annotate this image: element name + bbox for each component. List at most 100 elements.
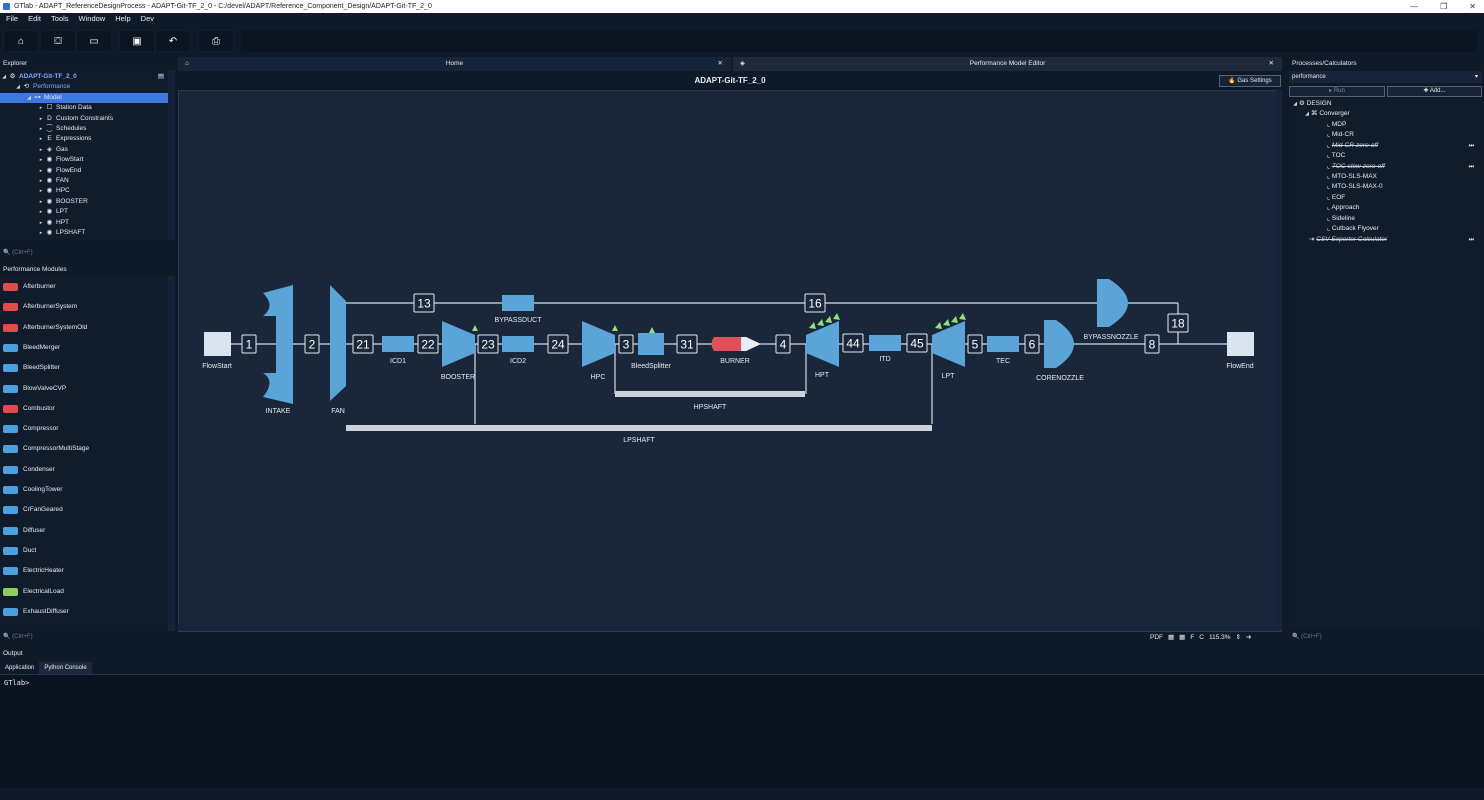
expand-arrow-icon[interactable]: ▸ [39,167,43,174]
tree-converger[interactable]: ◢⌘ Converger [1303,109,1350,119]
module-compressor[interactable]: Compressor [0,419,168,439]
save-button[interactable]: ▣ [119,30,155,52]
expand-arrow-icon[interactable]: ▸ [39,146,43,153]
station-23[interactable]: 23 [477,334,499,354]
expand-arrow-icon[interactable]: ◢ [2,74,6,80]
station-8[interactable]: 8 [1144,334,1160,354]
icd1-block[interactable] [382,336,414,352]
expand-arrow-icon[interactable]: ▸ [39,157,43,164]
modules-scrollbar[interactable] [168,276,175,631]
module-diffuser[interactable]: Diffuser [0,521,168,541]
tree-item-hpc[interactable]: ▸◉HPC [0,186,70,196]
station-4[interactable]: 4 [775,334,791,354]
process-mto-sls-max-0[interactable]: ⌞ MTO-SLS-MAX-0 [1327,182,1482,192]
snap-grid-icon[interactable]: ▦ [1179,634,1186,641]
package-button[interactable]: ⛋ [40,30,76,52]
expand-arrow-icon[interactable]: ▸ [39,230,43,236]
skip-icon[interactable]: ⏭ [1468,163,1474,170]
station-24[interactable]: 24 [547,334,569,354]
modules-filter[interactable]: 🔍 (Ctrl+F) [0,631,175,643]
module-condenser[interactable]: Condenser [0,460,168,480]
tree-csv-exporter[interactable]: ⇥ CSV Exporter Calculator⏭ [1309,235,1482,245]
corenozzle-shape[interactable] [1044,320,1074,368]
process-mto-sls-max[interactable]: ⌞ MTO-SLS-MAX [1327,172,1482,182]
lpshaft-bar[interactable] [346,425,932,431]
module-crfangeared[interactable]: CrFanGeared [0,500,168,520]
tree-item-gas[interactable]: ▸◈Gas [0,145,68,155]
module-afterburnersystemold[interactable]: AfterburnerSystemOld [0,318,168,338]
process-approach[interactable]: ⌞ Approach [1327,203,1482,213]
explorer-scrollbar[interactable] [168,70,175,240]
expand-arrow-icon[interactable]: ▸ [39,188,43,195]
station-3[interactable]: 3 [618,334,634,354]
station-21[interactable]: 21 [352,334,374,354]
expand-arrow-icon[interactable]: ▸ [39,178,43,184]
zoom-stepper-icon[interactable]: ⇕ [1235,634,1242,641]
gas-settings-button[interactable]: 🔥 Gas Settings [1219,75,1281,87]
process-mdp[interactable]: ⌞ MDP [1327,120,1482,130]
center-button[interactable]: C [1199,634,1204,641]
processes-filter[interactable]: 🔍 (Ctrl+F) [1289,631,1484,643]
grid-icon[interactable]: ▦ [1168,634,1175,641]
module-afterburnersystem[interactable]: AfterburnerSystem [0,297,168,317]
expand-arrow-icon[interactable]: ◢ [27,94,31,101]
canvas-vscrollbar[interactable] [1276,90,1282,624]
process-cutback-flyover[interactable]: ⌞ Cutback Flyover [1327,224,1482,234]
module-duct[interactable]: Duct [0,541,168,561]
module-electricheater[interactable]: ElectricHeater [0,561,168,581]
process-toc-slow-zero-off[interactable]: ⌞ TOC-slow-zero-off⏭ [1327,162,1482,172]
menu-file[interactable]: File [6,14,19,23]
process-selector[interactable]: performance ▾ [1289,71,1482,83]
menu-edit[interactable]: Edit [28,14,42,23]
tab-performance-model-editor[interactable]: ◈ Performance Model Editor ✕ [733,57,1282,71]
expand-arrow-icon[interactable]: ▸ [39,105,43,112]
module-bleedsplitter[interactable]: BleedSplitter [0,358,168,378]
tree-item-station-data[interactable]: ▸☐Station Data [0,103,92,113]
module-coolingtower[interactable]: CoolingTower [0,480,168,500]
print-button[interactable]: ⎙ [198,30,234,52]
icd2-block[interactable] [502,336,534,352]
station-45[interactable]: 45 [906,333,928,353]
station-31[interactable]: 31 [676,334,698,354]
station-16[interactable]: 16 [804,293,826,313]
home-button[interactable]: ⌂ [3,30,39,52]
open-button[interactable]: ▭ [76,30,112,52]
bypassduct-block[interactable] [502,295,534,311]
module-afterburner[interactable]: Afterburner [0,277,168,297]
module-electricalload[interactable]: ElectricalLoad [0,582,168,602]
module-exhaustdiffuser[interactable]: ExhaustDiffuser [0,602,168,622]
export-pdf-button[interactable]: PDF [1150,634,1163,641]
expand-arrow-icon[interactable]: ▸ [39,136,43,143]
module-combustor[interactable]: Combustor [0,399,168,419]
minimize-icon[interactable]: — [1410,2,1419,11]
tree-item-booster[interactable]: ▸◉BOOSTER [0,197,88,207]
process-sideline[interactable]: ⌞ Sideline [1327,214,1482,224]
station-13[interactable]: 13 [413,293,435,313]
tab-python-console[interactable]: Python Console [39,662,92,674]
menu-window[interactable]: Window [78,14,106,23]
expand-arrow-icon[interactable]: ◢ [1305,111,1309,118]
run-button[interactable]: ▸ Run [1289,86,1385,97]
expand-arrow-icon[interactable]: ▸ [39,219,43,226]
bypassnozzle-shape[interactable] [1097,279,1128,327]
expand-arrow-icon[interactable]: ▸ [39,115,43,122]
skip-icon[interactable]: ⏭ [1468,142,1474,149]
tab-application[interactable]: Application [0,662,40,674]
tab-home[interactable]: ⌂ Home ✕ [178,57,731,71]
flowstart-block[interactable] [204,332,231,356]
process-toc[interactable]: ⌞ TOC [1327,151,1482,161]
lpt-shape[interactable] [932,321,965,367]
itd-block[interactable] [869,335,901,351]
station-5[interactable]: 5 [967,334,983,354]
module-compressormultistage[interactable]: CompressorMultiStage [0,439,168,459]
intake-shape[interactable] [263,285,293,404]
canvas-hscrollbar[interactable] [178,624,1282,630]
tree-item-flowstart[interactable]: ▸◉FlowStart [0,155,84,165]
menu-dev[interactable]: Dev [140,14,155,23]
tree-item-lpt[interactable]: ▸◉LPT [0,207,68,217]
hpc-shape[interactable] [582,321,615,367]
